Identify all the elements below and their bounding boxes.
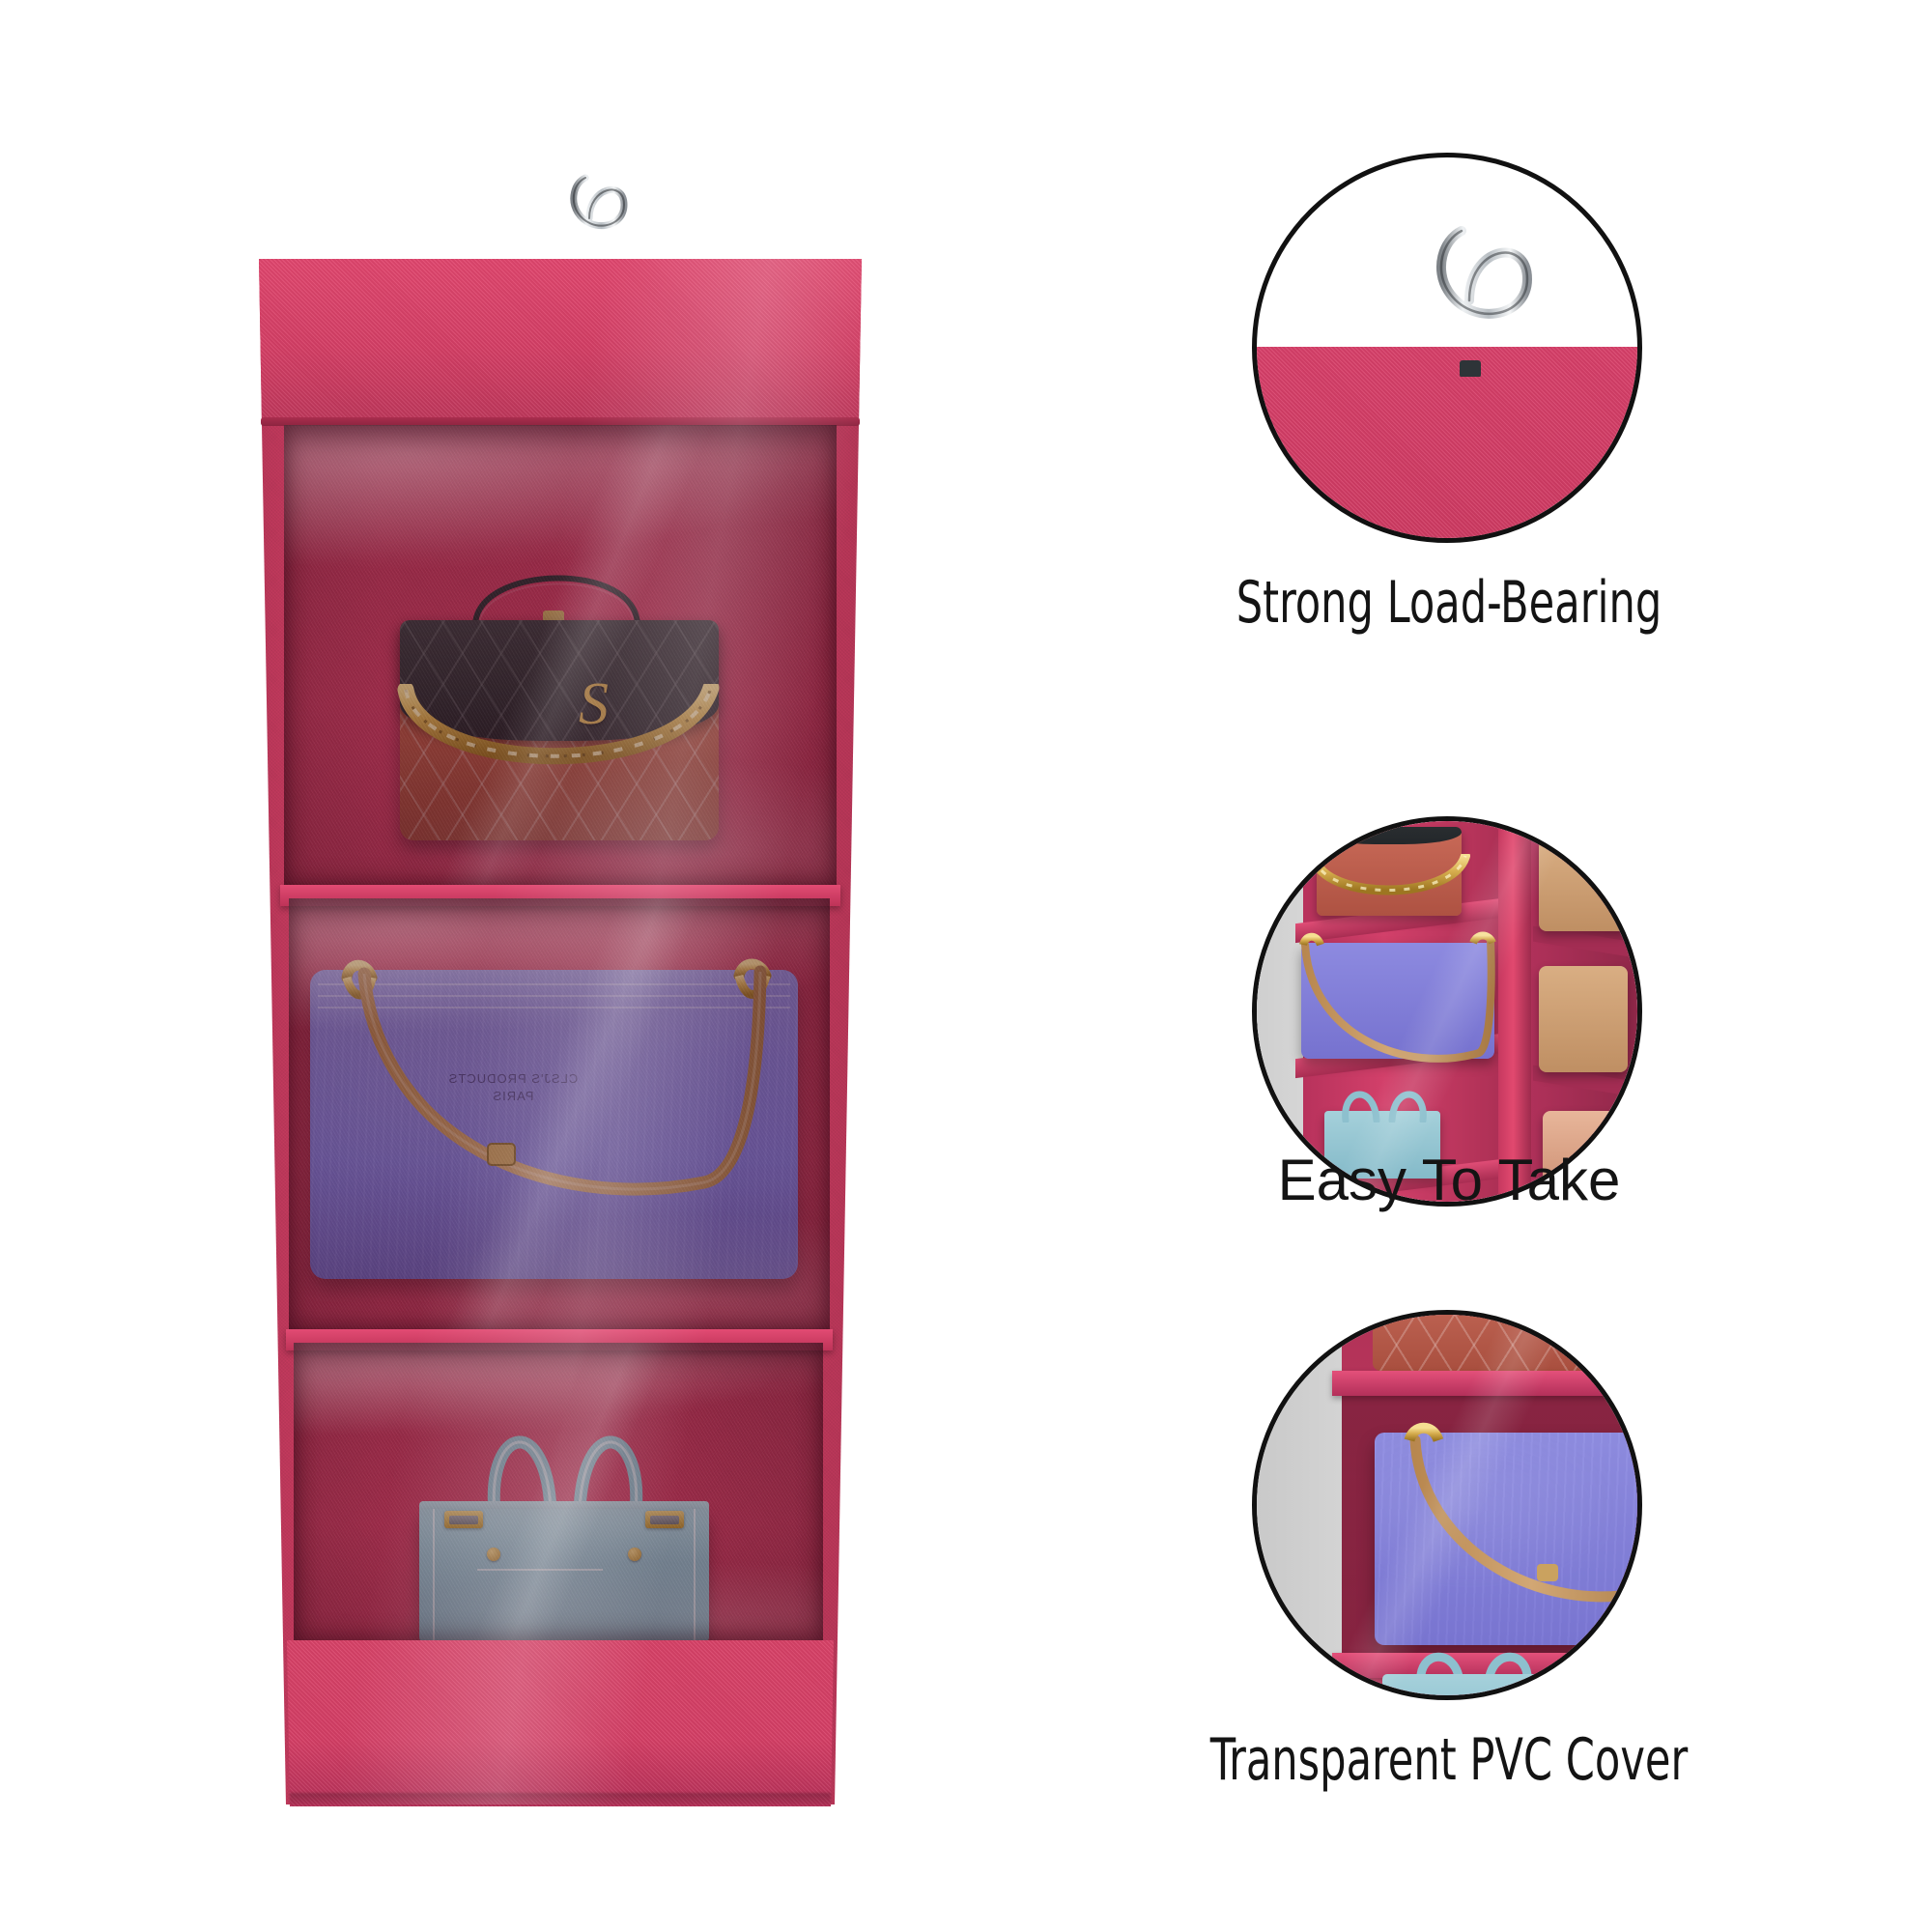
bag-purple-clutch: CLSJ'S PRODUCTS PARIS xyxy=(310,958,798,1279)
pocket-divider-2 xyxy=(286,1329,833,1350)
mini-bag-purple xyxy=(1301,943,1494,1059)
pocket-3[interactable] xyxy=(294,1343,823,1644)
feature-caption-2: Easy To Take xyxy=(1277,1148,1621,1212)
top-flap-edge xyxy=(261,417,860,426)
bag2-seam xyxy=(318,983,790,985)
top-flap-panel xyxy=(259,259,862,421)
circle3-tote-handles xyxy=(1402,1639,1547,1689)
organizer-body: S xyxy=(242,259,879,1806)
bag1-gold-chain xyxy=(392,679,725,810)
bag3-stud xyxy=(487,1548,500,1561)
mini-bag-tan xyxy=(1539,838,1628,931)
bottom-flap-panel xyxy=(287,1640,834,1806)
pocket-2[interactable]: CLSJ'S PRODUCTS PARIS xyxy=(289,898,830,1333)
mini-bag-peach xyxy=(1543,1111,1620,1186)
hook-icon xyxy=(1392,198,1547,378)
pocket-1[interactable]: S xyxy=(284,425,837,889)
circle2-scene xyxy=(1257,821,1637,1202)
bag3-hardware-plate xyxy=(444,1511,483,1528)
bag1-flap-quilting xyxy=(400,620,719,741)
bag3-seam xyxy=(433,1509,435,1642)
circle3-top-bag-quilting xyxy=(1373,1315,1637,1371)
bag2-seam xyxy=(318,1007,790,1009)
bag2-leather-strap xyxy=(345,954,780,1264)
bag1-flap xyxy=(400,620,719,741)
feature-caption-3: Transparent PVC Cover xyxy=(1209,1726,1689,1794)
bag2-suede-texture xyxy=(310,970,798,1279)
bag3-seam xyxy=(477,1569,603,1571)
circle3-pocket-band-lower xyxy=(1332,1653,1637,1678)
mini-bag-tan xyxy=(1539,966,1628,1072)
bag-blue-tote xyxy=(419,1432,709,1644)
bag3-hardware-plate xyxy=(645,1511,684,1528)
bag1-monogram-letter: S xyxy=(579,671,609,737)
bag3-seam xyxy=(694,1509,696,1642)
bag2-body: CLSJ'S PRODUCTS PARIS xyxy=(310,970,798,1279)
circle3-clutch-strap xyxy=(1392,1419,1637,1651)
circle3-top-bag xyxy=(1373,1315,1637,1371)
bag3-body xyxy=(419,1509,709,1642)
mini-bag-red xyxy=(1317,827,1462,916)
bag-flap-monogram: S xyxy=(397,539,720,850)
hanger-closeup-circle xyxy=(1252,153,1642,543)
mini-blue-handles xyxy=(1332,1074,1435,1124)
pocket-divider-1 xyxy=(280,885,840,906)
circle3-blue-tote xyxy=(1382,1674,1576,1695)
bag3-handles xyxy=(473,1389,657,1520)
bottom-shadow xyxy=(290,1793,831,1804)
circle1-fabric xyxy=(1257,347,1637,538)
hanger-hook-icon xyxy=(531,145,647,270)
product-image: S xyxy=(242,145,879,1806)
mini-purple-strap xyxy=(1290,929,1498,1094)
bag1-handle xyxy=(460,539,653,630)
mini-gold-chain xyxy=(1307,851,1471,912)
pvc-closeup-circle xyxy=(1252,1310,1642,1700)
bag2-seam xyxy=(318,995,790,997)
bag3-stud xyxy=(628,1548,641,1561)
circle3-pocket-band xyxy=(1332,1371,1637,1396)
feature-caption-1: Strong Load-Bearing xyxy=(1236,569,1662,637)
mini-bag-red-flap xyxy=(1317,827,1462,844)
